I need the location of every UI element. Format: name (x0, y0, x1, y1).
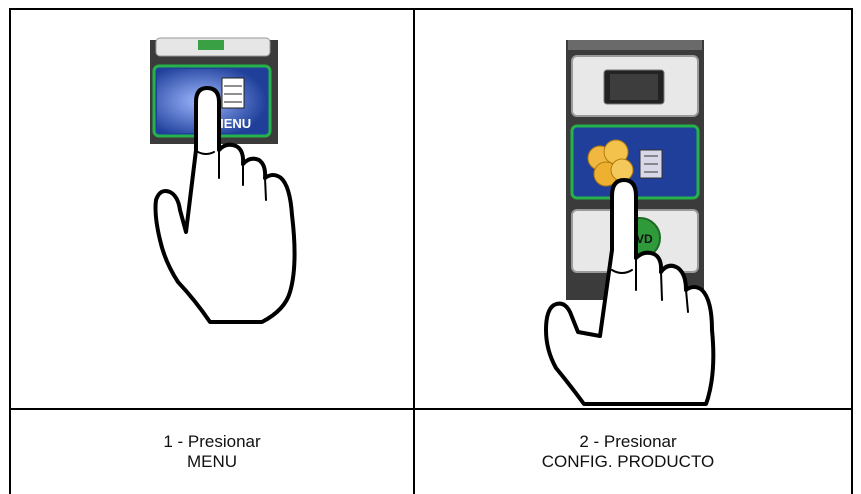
step-1-caption-line-2: MENU (10, 452, 414, 472)
step-1-caption-line-1: 1 - Presionar (10, 432, 414, 452)
step-1-caption: 1 - Presionar MENU (10, 432, 414, 472)
step-2-caption-line-2: CONFIG. PRODUCTO (426, 452, 830, 472)
step-2-caption: 2 - Presionar CONFIG. PRODUCTO (426, 432, 830, 472)
step-2-caption-line-1: 2 - Presionar (426, 432, 830, 452)
